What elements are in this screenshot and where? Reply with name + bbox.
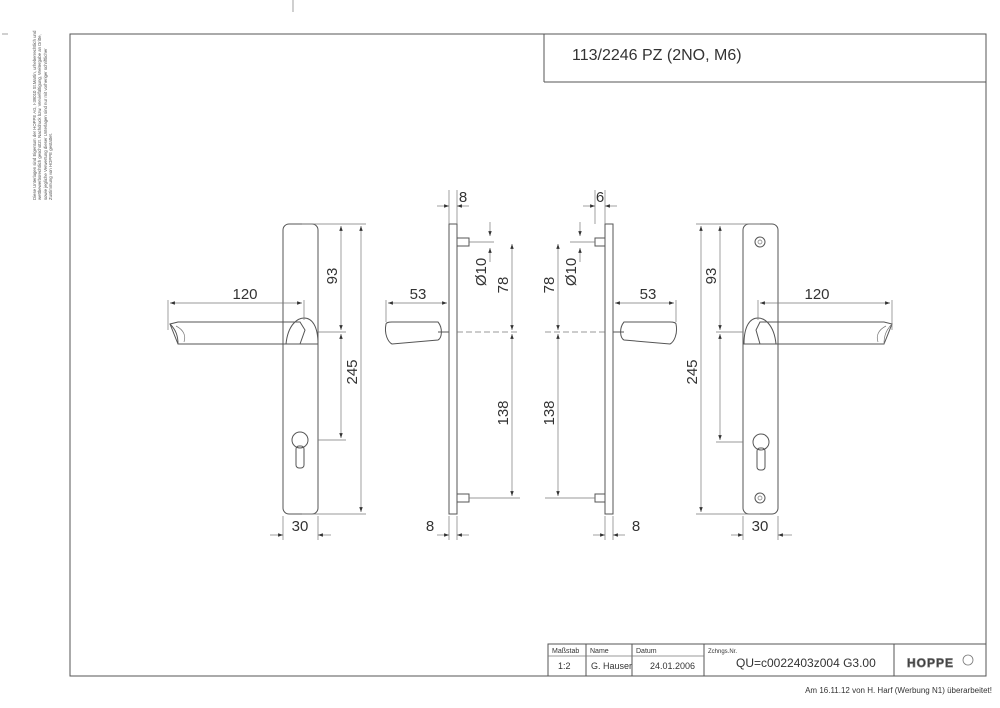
drawing-title: 113/2246 PZ (2NO, M6): [572, 47, 742, 64]
right-side-view: 6 53 Ø10 78 138 8: [541, 189, 677, 540]
left-side-view: 8 53 Ø10 78 138 8: [385, 189, 520, 540]
dim-left-width: 30: [292, 518, 309, 535]
scale-label: Maßstab: [552, 648, 579, 655]
sheet-frame: [2, 0, 987, 677]
name-label: Name: [590, 648, 609, 655]
date-value: 24.01.2006: [650, 661, 695, 671]
dim-left-side-bottom: 8: [426, 518, 434, 535]
dim-left-side-bore: Ø10: [473, 258, 490, 286]
date-label: Datum: [636, 648, 657, 655]
dim-right-side-lower: 138: [541, 400, 558, 425]
dim-left-total: 245: [344, 359, 361, 384]
drawing-number-label: Zchngs.Nr.: [708, 649, 737, 655]
hoppe-logo: HOPPE: [907, 654, 974, 670]
dim-right-side-top: 6: [596, 189, 604, 206]
drawing-number-value: QU=c0022403z004 G3.00: [736, 656, 876, 670]
right-front-view: 120 93 245 30: [684, 223, 893, 540]
logo-mark-icon: [962, 654, 974, 666]
dim-left-side-top: 8: [459, 189, 467, 206]
dim-right-side-bottom: 8: [632, 518, 640, 535]
revision-note: Am 16.11.12 von H. Harf (Werbung N1) übe…: [805, 686, 992, 695]
dim-right-length: 120: [804, 286, 829, 303]
dim-left-side-projection: 53: [410, 286, 427, 303]
name-value: G. Hauser: [591, 661, 632, 671]
dim-left-upper: 93: [324, 268, 341, 285]
dim-right-upper: 93: [703, 268, 720, 285]
dim-right-width: 30: [752, 518, 769, 535]
dim-right-side-projection: 53: [640, 286, 657, 303]
scale-value: 1:2: [558, 661, 571, 671]
left-front-view: 120 93 245 30: [167, 223, 366, 540]
dim-right-total: 245: [684, 359, 701, 384]
logo-text: HOPPE: [907, 656, 954, 670]
dim-left-side-lower: 138: [495, 400, 512, 425]
dim-right-side-bore: Ø10: [563, 258, 580, 286]
title-block: Maßstab 1:2 Name G. Hauser Datum 24.01.2…: [547, 643, 987, 677]
dim-right-side-upper: 78: [541, 277, 558, 294]
dim-left-length: 120: [232, 286, 257, 303]
dim-left-side-upper: 78: [495, 277, 512, 294]
